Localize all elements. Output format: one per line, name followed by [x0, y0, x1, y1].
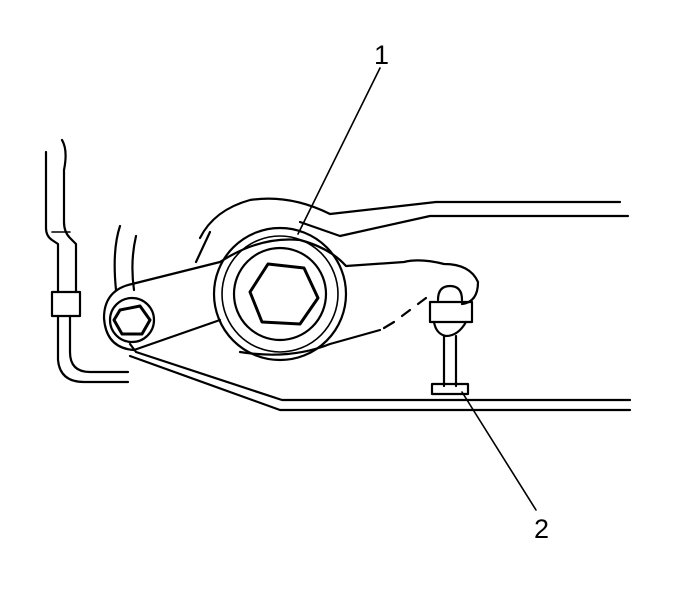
left-frame-bracket [44, 138, 130, 384]
leader-line-2 [461, 391, 537, 511]
leader-line-1 [297, 67, 381, 235]
frame-rail [128, 197, 632, 412]
torsion-bar-hub [212, 226, 348, 362]
callout-label-1: 1 [374, 40, 389, 70]
callout-label-2: 2 [534, 514, 549, 544]
adjuster-bolt [428, 284, 474, 396]
adjuster-arm [102, 224, 480, 356]
